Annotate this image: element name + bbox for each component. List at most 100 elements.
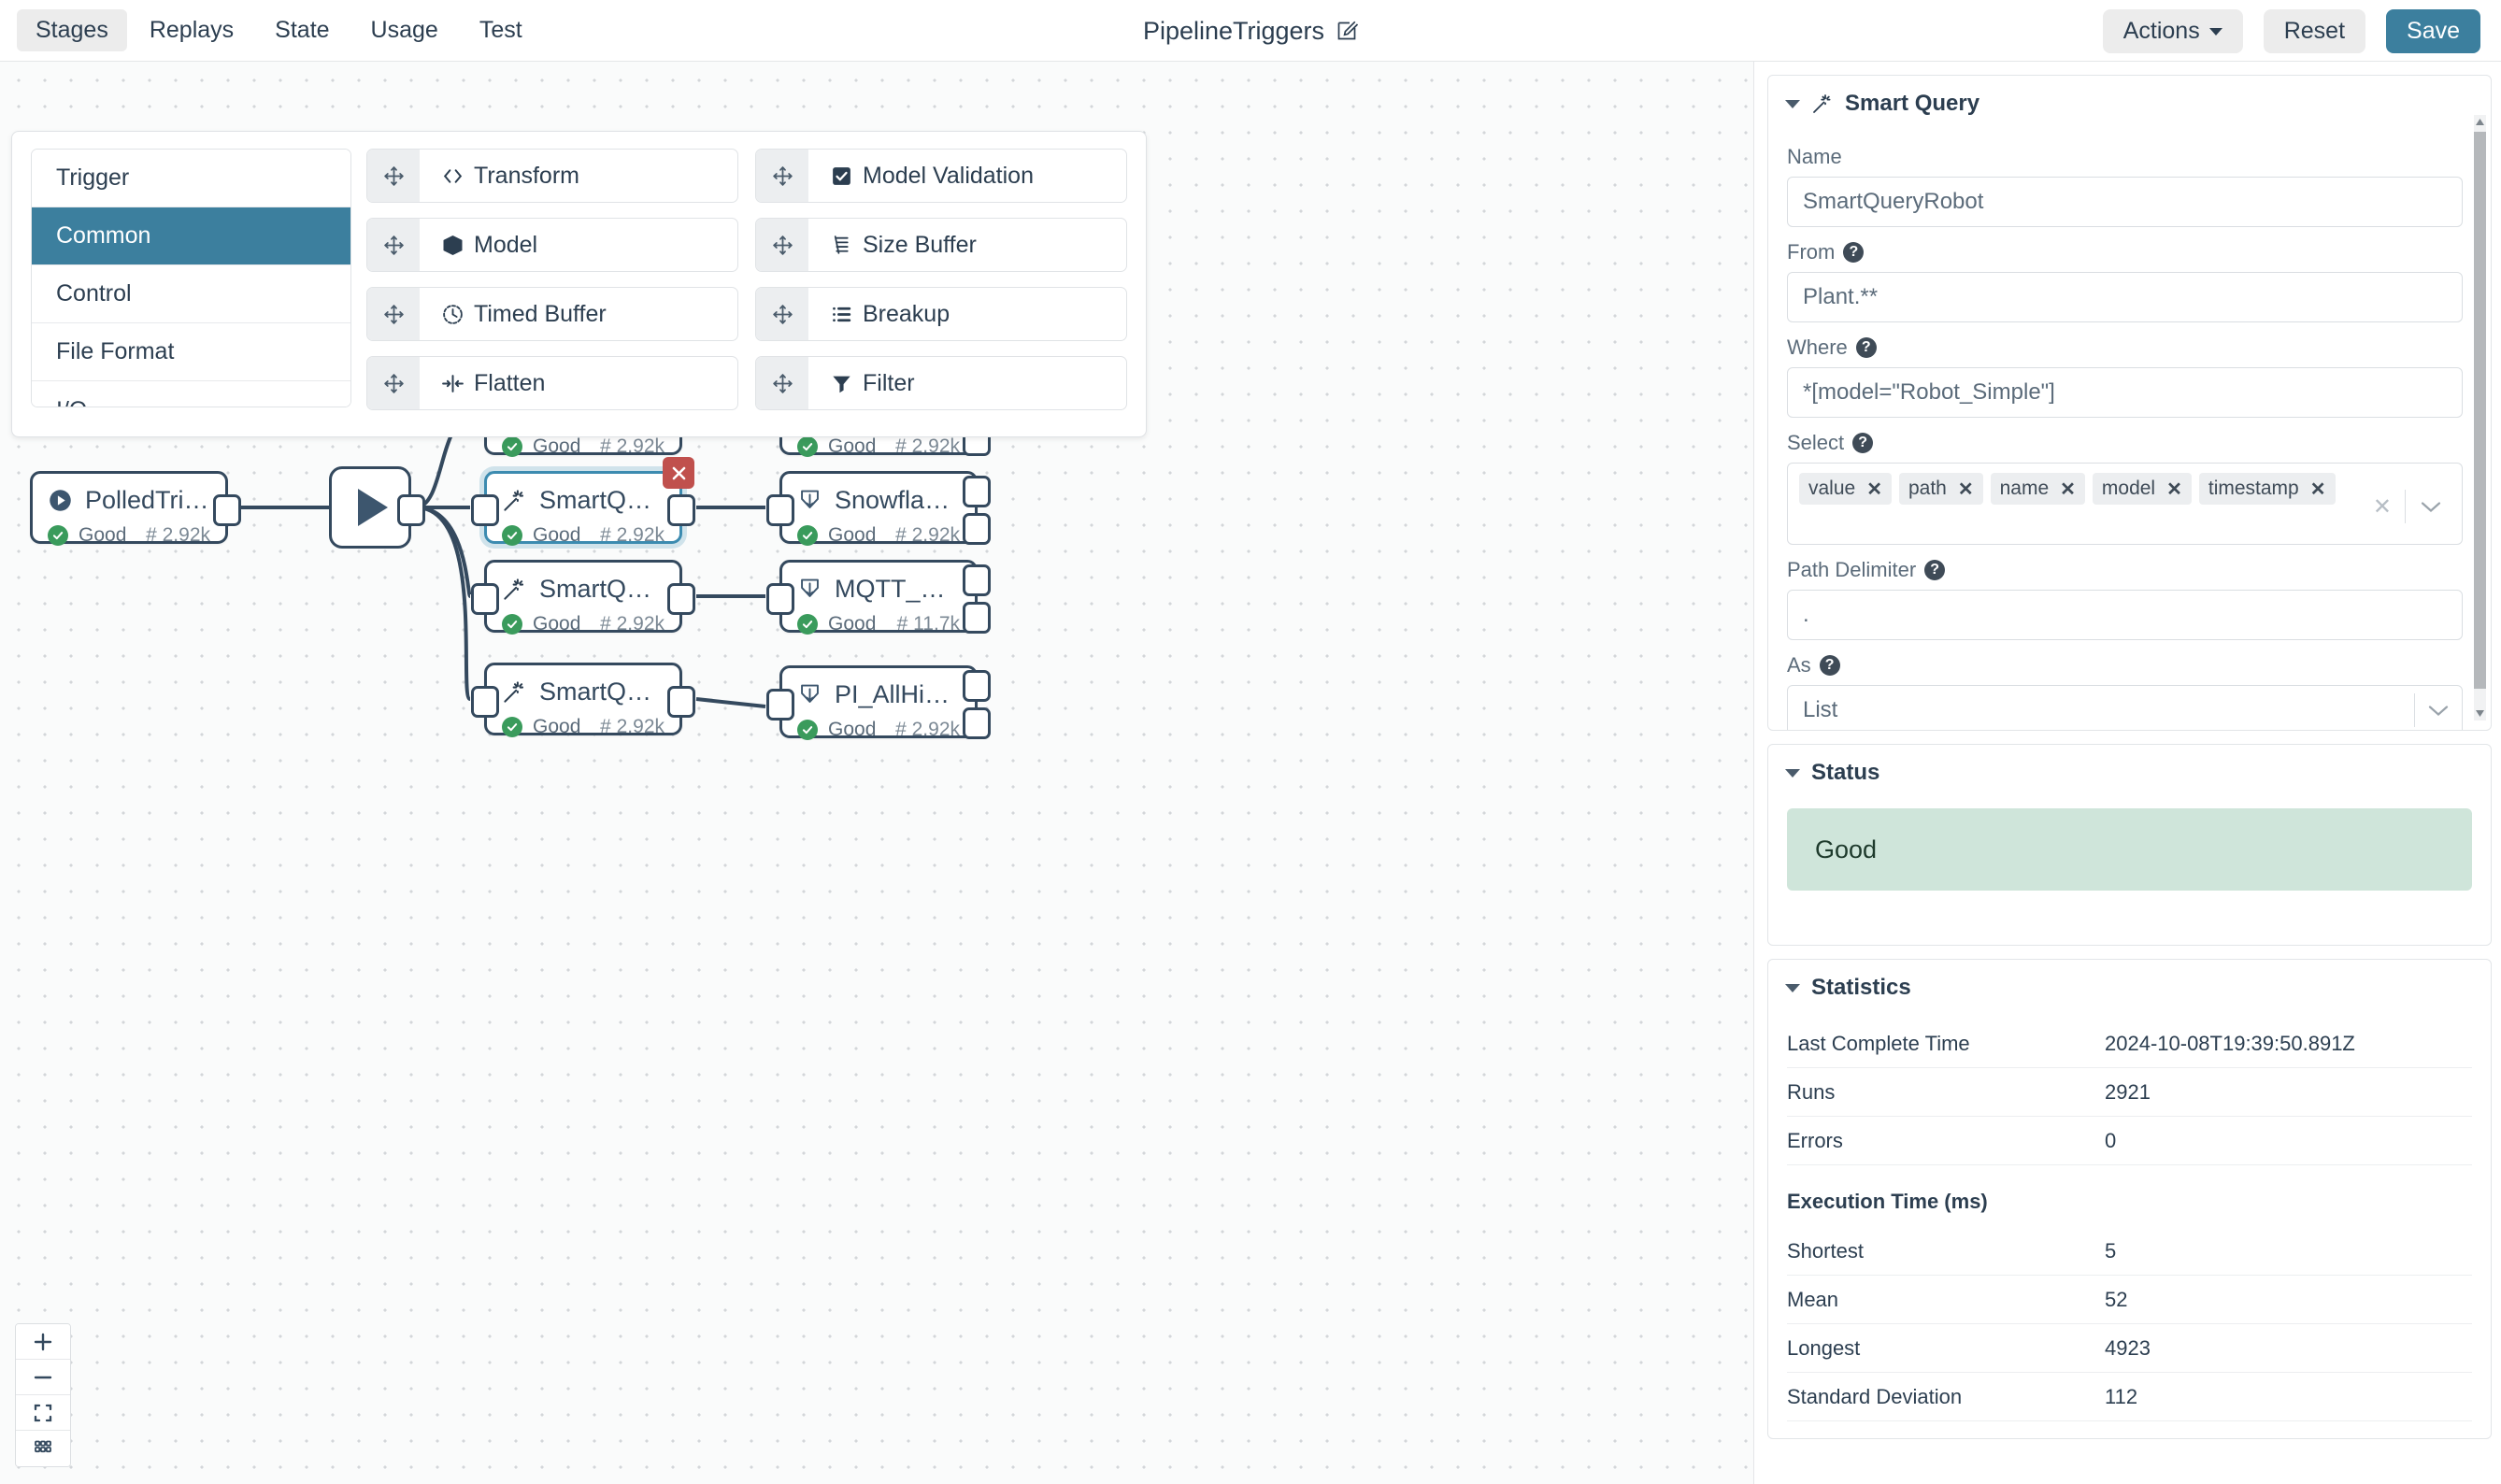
path-delimiter-input[interactable] bbox=[1787, 590, 2463, 640]
actions-button[interactable]: Actions bbox=[2102, 8, 2243, 53]
node-input-port[interactable] bbox=[766, 689, 794, 721]
tab-stages[interactable]: Stages bbox=[17, 9, 127, 51]
select-tag[interactable]: timestamp✕ bbox=[2198, 473, 2336, 505]
palette-category-trigger[interactable]: Trigger bbox=[32, 150, 350, 207]
remove-tag-icon[interactable]: ✕ bbox=[1866, 478, 1882, 500]
drag-move-icon[interactable] bbox=[367, 150, 420, 202]
drag-move-icon[interactable] bbox=[367, 357, 420, 409]
as-select[interactable]: List bbox=[1787, 685, 2463, 730]
node-output-port[interactable] bbox=[667, 583, 695, 615]
palette-stage-timed-buffer[interactable]: Timed Buffer bbox=[366, 287, 738, 341]
palette-stage-flatten[interactable]: Flatten bbox=[366, 356, 738, 410]
chevron-down-icon[interactable] bbox=[1785, 983, 1800, 992]
palette-stage-filter[interactable]: Filter bbox=[755, 356, 1127, 410]
remove-tag-icon[interactable]: ✕ bbox=[2060, 478, 2076, 500]
pipeline-node-mqtt-all-list[interactable]: MQTT_AllList Good # 11.7k bbox=[766, 560, 991, 635]
drag-move-icon[interactable] bbox=[756, 357, 808, 409]
palette-category-io[interactable]: I/O bbox=[32, 381, 350, 407]
node-input-port[interactable] bbox=[471, 494, 499, 526]
grid-toggle-icon[interactable] bbox=[16, 1431, 70, 1466]
pipeline-canvas[interactable]: PolledTrigger Good # 2.92k SmartQueryHig… bbox=[0, 62, 1753, 1484]
node-input-port[interactable] bbox=[766, 494, 794, 526]
palette-stage-size-buffer[interactable]: Size Buffer bbox=[755, 218, 1127, 272]
palette-stage-label: Size Buffer bbox=[863, 231, 977, 258]
palette-stage-breakup[interactable]: Breakup bbox=[755, 287, 1127, 341]
drag-move-icon[interactable] bbox=[367, 288, 420, 340]
scroll-up-arrow-icon[interactable] bbox=[2474, 115, 2486, 129]
zoom-out-icon[interactable] bbox=[16, 1360, 70, 1395]
name-input[interactable] bbox=[1787, 177, 2463, 227]
run-node-output-port[interactable] bbox=[397, 494, 425, 526]
select-tag[interactable]: name✕ bbox=[1990, 473, 2085, 505]
edit-pencil-icon[interactable] bbox=[1336, 20, 1359, 42]
clear-all-icon[interactable]: ✕ bbox=[2372, 493, 2392, 520]
node-input-port[interactable] bbox=[766, 583, 794, 615]
scrollbar-thumb[interactable] bbox=[2474, 132, 2486, 689]
node-header: SmartQueryAllHierar... bbox=[487, 665, 679, 710]
help-icon[interactable]: ? bbox=[1852, 433, 1874, 453]
remove-tag-icon[interactable]: ✕ bbox=[2166, 478, 2182, 500]
palette-stage-transform[interactable]: Transform bbox=[366, 149, 738, 203]
pipeline-node-smart-query-all-hierarchy[interactable]: SmartQueryAllHierar... Good # 2.92k bbox=[471, 663, 695, 737]
tab-usage[interactable]: Usage bbox=[370, 17, 438, 43]
palette-category-control[interactable]: Control bbox=[32, 265, 350, 323]
node-output-port-secondary[interactable] bbox=[963, 602, 991, 634]
select-tag[interactable]: path✕ bbox=[1898, 473, 1983, 505]
node-output-port[interactable] bbox=[667, 686, 695, 718]
scroll-down-arrow-icon[interactable] bbox=[2474, 706, 2486, 721]
node-output-port-secondary[interactable] bbox=[963, 707, 991, 739]
statistics-section-header[interactable]: Statistics bbox=[1768, 960, 2491, 1016]
save-button[interactable]: Save bbox=[2386, 8, 2480, 53]
chevron-down-icon[interactable] bbox=[1785, 768, 1800, 778]
node-input-port[interactable] bbox=[471, 686, 499, 718]
select-tags-input[interactable]: value✕ path✕ name✕ model✕ timestamp✕ ✕ bbox=[1787, 463, 2463, 545]
remove-tag-icon[interactable]: ✕ bbox=[2309, 478, 2326, 500]
reset-button[interactable]: Reset bbox=[2263, 8, 2366, 53]
fit-view-icon[interactable] bbox=[16, 1395, 70, 1431]
smart-query-section-header[interactable]: Smart Query bbox=[1768, 76, 2491, 132]
select-tag[interactable]: model✕ bbox=[2092, 473, 2192, 505]
remove-tag-icon[interactable]: ✕ bbox=[1957, 478, 1974, 500]
stat-value: 0 bbox=[2105, 1128, 2117, 1152]
node-delete-button[interactable] bbox=[663, 457, 694, 489]
help-icon[interactable]: ? bbox=[1843, 242, 1865, 263]
tab-replays[interactable]: Replays bbox=[149, 17, 235, 43]
chevron-down-icon[interactable] bbox=[2415, 705, 2462, 717]
run-stage-node[interactable] bbox=[329, 466, 425, 549]
select-tag[interactable]: value✕ bbox=[1799, 473, 1892, 505]
drag-move-icon[interactable] bbox=[756, 288, 808, 340]
chevron-down-icon[interactable] bbox=[2406, 501, 2451, 513]
help-icon[interactable]: ? bbox=[1855, 337, 1877, 358]
palette-category-file-format[interactable]: File Format bbox=[32, 323, 350, 381]
palette-category-common[interactable]: Common bbox=[32, 207, 350, 265]
tab-test[interactable]: Test bbox=[479, 17, 522, 43]
from-input[interactable] bbox=[1787, 272, 2463, 322]
drag-move-icon[interactable] bbox=[367, 219, 420, 271]
status-section-header[interactable]: Status bbox=[1768, 745, 2491, 801]
node-output-port-secondary[interactable] bbox=[963, 513, 991, 545]
help-icon[interactable]: ? bbox=[1819, 655, 1840, 676]
drag-move-icon[interactable] bbox=[756, 219, 808, 271]
node-output-port[interactable] bbox=[213, 494, 241, 526]
help-icon[interactable]: ? bbox=[1924, 560, 1946, 580]
palette-stage-model[interactable]: Model bbox=[366, 218, 738, 272]
node-output-port[interactable] bbox=[963, 670, 991, 702]
node-output-port[interactable] bbox=[667, 494, 695, 526]
chevron-down-icon[interactable] bbox=[1785, 99, 1800, 108]
statistics-table: Last Complete Time 2024-10-08T19:39:50.8… bbox=[1768, 1016, 2491, 1438]
drag-move-icon[interactable] bbox=[756, 150, 808, 202]
pipeline-node-pi-all-hierarchy[interactable]: PI_AllHierarchy Good # 2.92k bbox=[766, 665, 991, 740]
where-input[interactable] bbox=[1787, 367, 2463, 418]
zoom-in-icon[interactable] bbox=[16, 1324, 70, 1360]
inspector-scrollbar[interactable] bbox=[2474, 115, 2486, 721]
pipeline-node-snowflake-robot-only[interactable]: Snowflake_RobotOnly Good # 2.92k bbox=[766, 471, 991, 546]
pipeline-node-polled-trigger[interactable]: PolledTrigger Good # 2.92k bbox=[30, 471, 241, 546]
tab-state[interactable]: State bbox=[275, 17, 330, 43]
node-output-port[interactable] bbox=[963, 476, 991, 507]
palette-stage-model-validation[interactable]: Model Validation bbox=[755, 149, 1127, 203]
node-input-port[interactable] bbox=[471, 583, 499, 615]
pipeline-node-smart-query-robot[interactable]: SmartQueryRobot Good # 2.92k bbox=[471, 457, 695, 546]
node-output-port[interactable] bbox=[963, 564, 991, 596]
pipeline-node-smart-query-all-list[interactable]: SmartQueryAllList Good # 2.92k bbox=[471, 560, 695, 635]
smart-query-fields: Name From ? Where ? Select bbox=[1768, 132, 2491, 730]
